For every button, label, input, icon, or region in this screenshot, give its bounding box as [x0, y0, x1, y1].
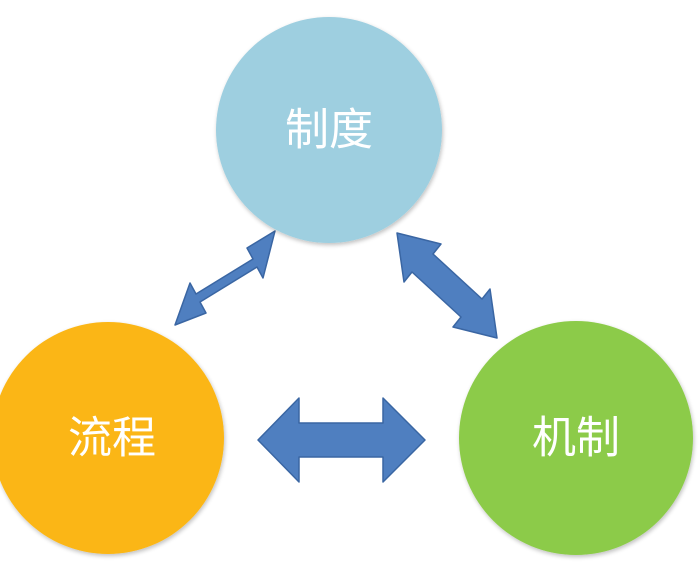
arrow-zhidu-jizhi [396, 232, 498, 339]
node-zhidu: 制度 [216, 17, 442, 243]
node-liucheng: 流程 [0, 322, 224, 554]
arrow-zhidu-liucheng [174, 230, 276, 326]
node-zhidu-circle [216, 17, 442, 243]
node-jizhi: 机制 [459, 321, 693, 555]
node-liucheng-circle [0, 322, 224, 554]
node-liucheng-label: 流程 [68, 413, 156, 464]
node-zhidu-label: 制度 [285, 105, 373, 156]
node-jizhi-label: 机制 [532, 413, 620, 464]
node-jizhi-circle [459, 321, 693, 555]
arrow-liucheng-jizhi [257, 397, 426, 483]
